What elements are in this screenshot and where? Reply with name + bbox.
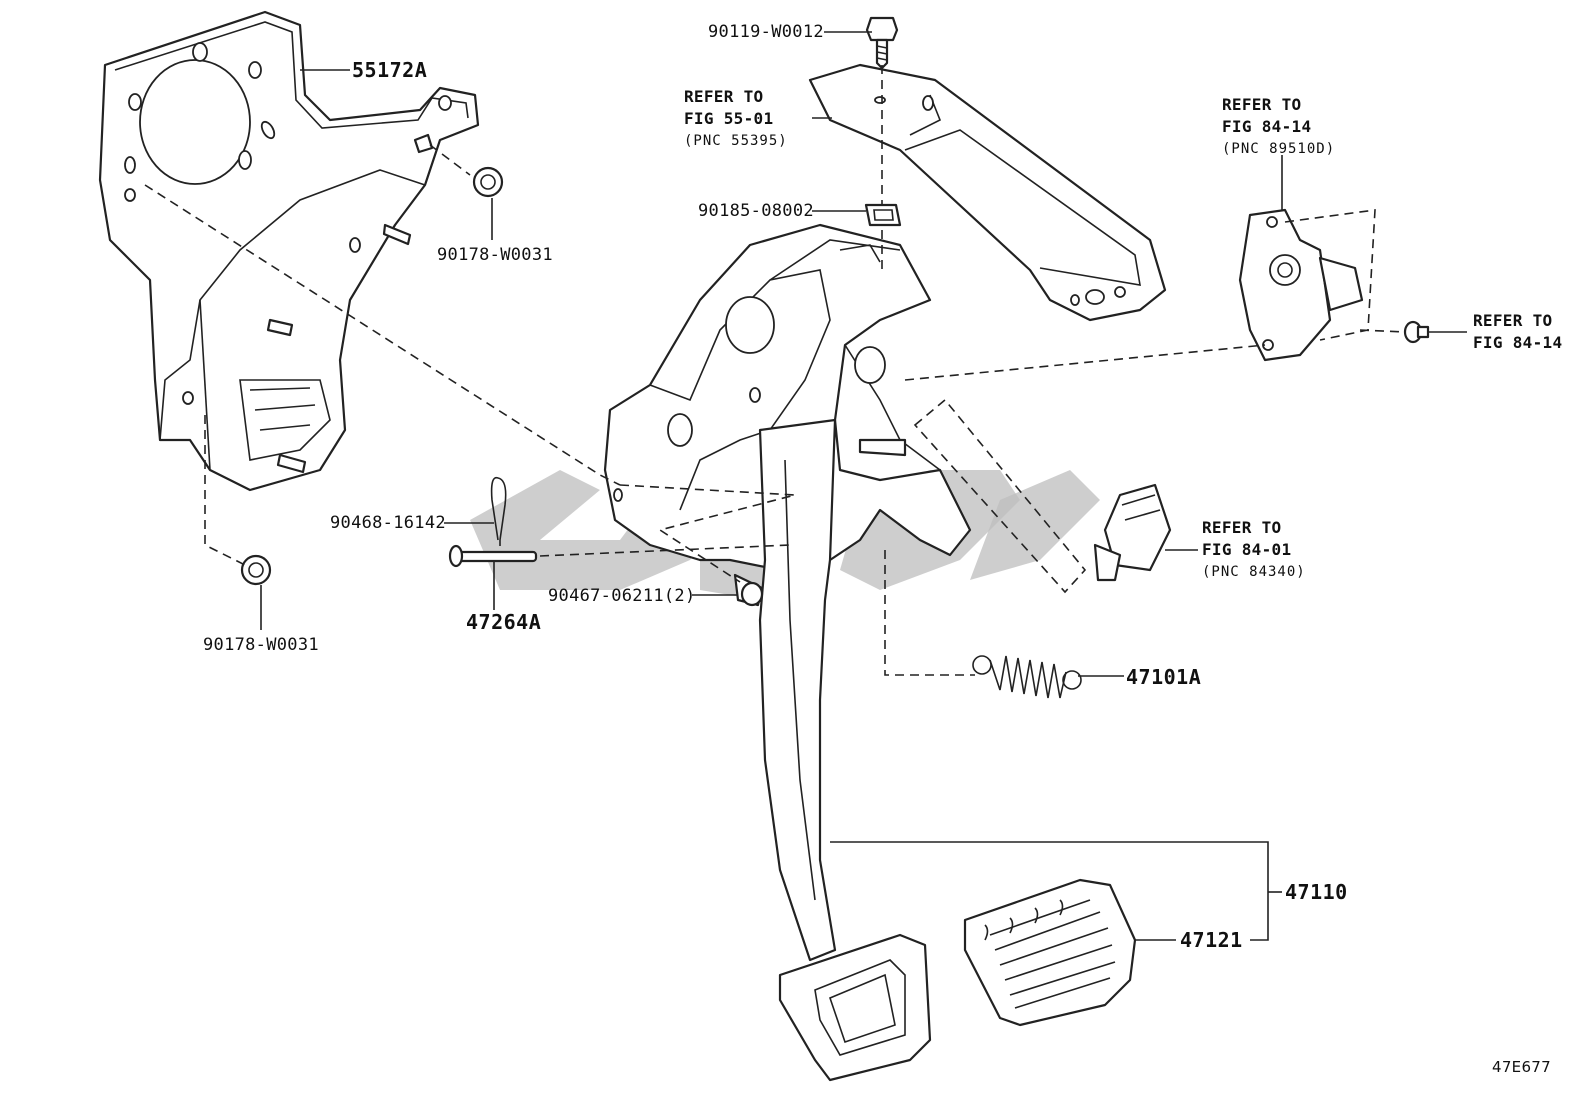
label-47121: 47121 — [1180, 928, 1243, 952]
clip-90185 — [864, 203, 902, 227]
bolt-90119 — [865, 16, 899, 70]
pedal-support-bracket — [603, 223, 972, 572]
upper-support-bracket — [808, 63, 1167, 322]
label-47110: 47110 — [1285, 880, 1348, 904]
pedal-foot-plate — [778, 933, 932, 1082]
label-90119: 90119-W0012 — [708, 22, 824, 42]
label-90178-bottom: 90178-W0031 — [203, 635, 319, 655]
label-47101A: 47101A — [1126, 665, 1202, 689]
leader-lines — [260, 31, 1467, 941]
diagram-id: 47E677 — [1492, 1058, 1551, 1076]
pedal-arm-47110 — [758, 418, 837, 962]
bracket-55172A — [98, 10, 480, 492]
label-90185: 90185-08002 — [698, 201, 814, 221]
stop-lamp-switch-84340 — [1093, 483, 1172, 582]
ref-fig-84-01-pnc: (PNC 84340) — [1202, 564, 1306, 580]
pedal-pad-47121 — [963, 878, 1137, 1027]
assembly-lines — [144, 65, 1406, 676]
clip-90468 — [490, 476, 507, 541]
nut-84-14 — [1403, 320, 1430, 344]
ref-fig-55-01-line2: FIG 55-01 — [684, 109, 774, 128]
clevis-pin-47264A — [448, 544, 538, 568]
ref-fig-84-14-top: REFER TO FIG 84-14 (PNC 89510D) — [1222, 94, 1335, 160]
ref-fig-84-14-right-line2: FIG 84-14 — [1473, 333, 1563, 352]
label-47264A: 47264A — [466, 610, 542, 634]
label-90468: 90468-16142 — [330, 513, 446, 533]
ref-fig-55-01-pnc: (PNC 55395) — [684, 133, 788, 149]
ref-fig-84-01-line1: REFER TO — [1202, 518, 1282, 537]
ref-fig-84-01: REFER TO FIG 84-01 (PNC 84340) — [1202, 517, 1306, 583]
ref-fig-84-01-line2: FIG 84-01 — [1202, 540, 1292, 559]
ref-fig-84-14-top-pnc: (PNC 89510D) — [1222, 141, 1336, 157]
nut-90178-top — [472, 166, 504, 198]
ref-fig-84-14-right: REFER TO FIG 84-14 — [1473, 310, 1562, 354]
nut-90178-bottom — [240, 554, 272, 586]
pedal-sensor-89510D — [1238, 208, 1364, 362]
ref-fig-84-14-top-line1: REFER TO — [1222, 95, 1302, 114]
label-55172A: 55172A — [352, 58, 428, 82]
stopper-90467 — [733, 573, 764, 607]
label-90467: 90467-06211(2) — [548, 586, 696, 606]
ref-fig-55-01-line1: REFER TO — [684, 87, 764, 106]
ref-fig-55-01: REFER TO FIG 55-01 (PNC 55395) — [684, 86, 788, 152]
ref-fig-84-14-top-line2: FIG 84-14 — [1222, 117, 1312, 136]
return-spring-47101A — [972, 655, 1082, 699]
ref-fig-84-14-right-line1: REFER TO — [1473, 311, 1553, 330]
label-90178-top: 90178-W0031 — [437, 245, 553, 265]
